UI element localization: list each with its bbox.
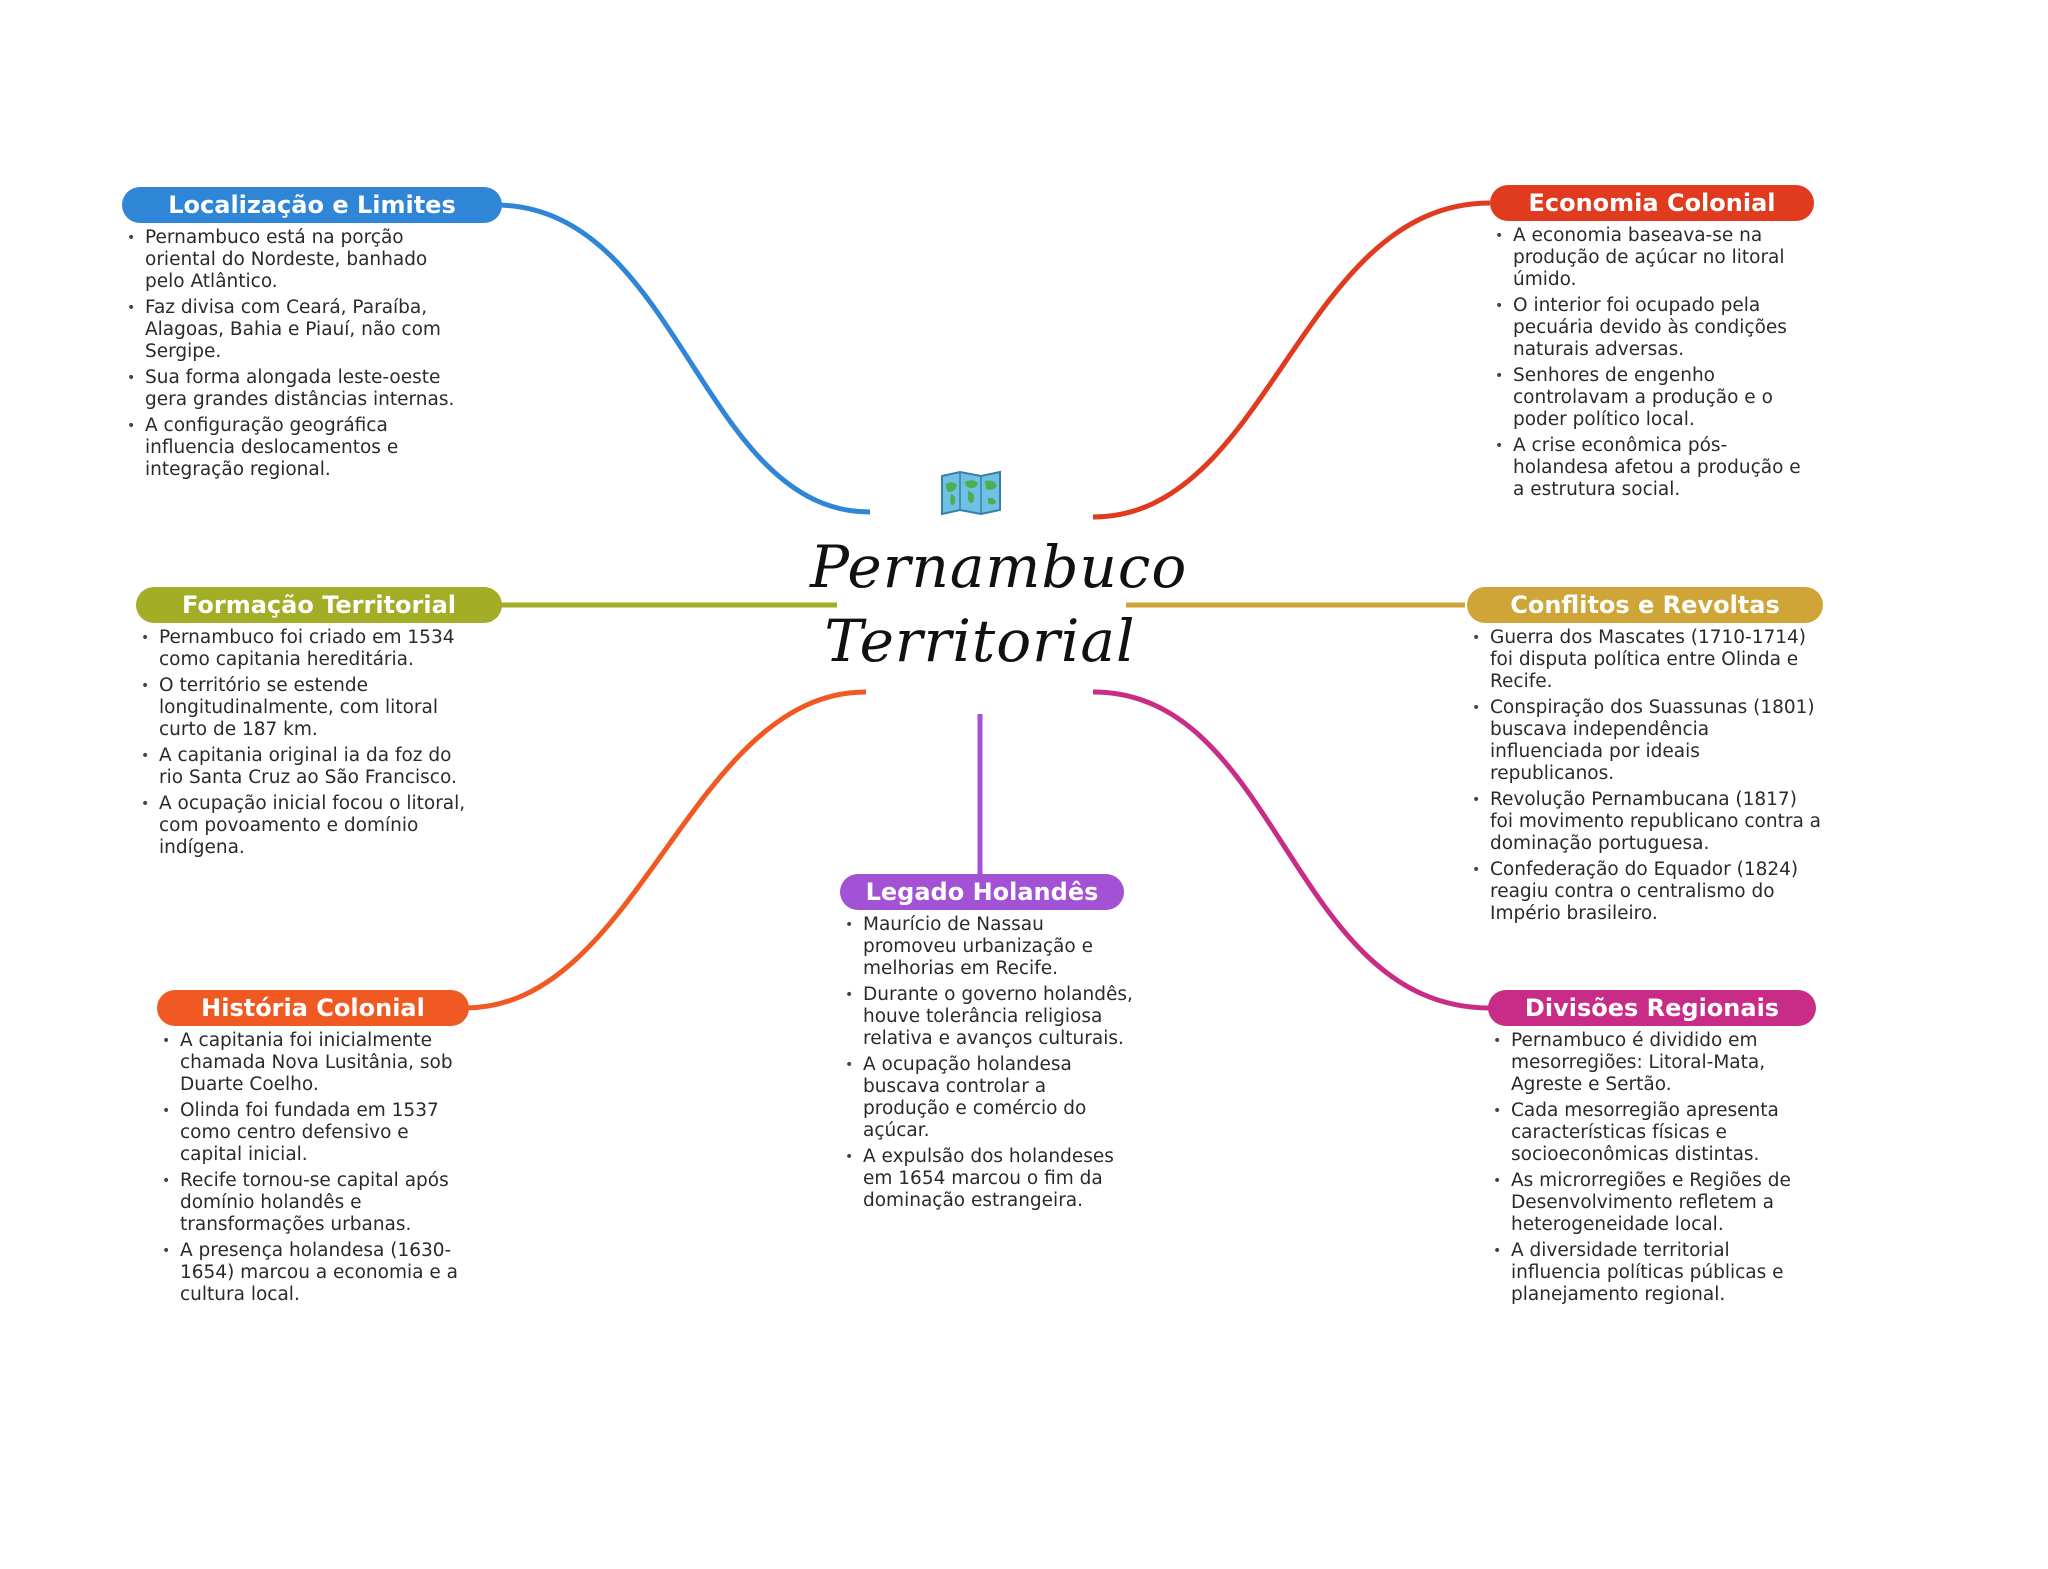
list-item: Maurício de Nassau promoveu urbanização …	[845, 914, 1135, 980]
list-item: A economia baseava-se na produção de açú…	[1495, 225, 1815, 291]
list-item: A expulsão dos holandeses em 1654 marcou…	[845, 1146, 1135, 1212]
connector-divisoes	[1092, 689, 1491, 1011]
list-item: Senhores de engenho controlavam a produç…	[1495, 365, 1815, 431]
bullet-list-legado: Maurício de Nassau promoveu urbanização …	[845, 914, 1135, 1212]
list-item: As microrregiões e Regiões de Desenvolvi…	[1493, 1170, 1813, 1236]
list-item: Pernambuco é dividido em mesorregiões: L…	[1493, 1030, 1813, 1096]
bullet-list-formacao: Pernambuco foi criado em 1534 como capit…	[141, 627, 481, 859]
list-item: Revolução Pernambucana (1817) foi movime…	[1472, 789, 1822, 855]
list-item: A diversidade territorial influencia pol…	[1493, 1240, 1813, 1306]
topic-pill-conflitos[interactable]: Conflitos e Revoltas	[1467, 587, 1823, 623]
branch-formacao: Formação Territorial Pernambuco foi cria…	[136, 587, 502, 863]
list-item: Guerra dos Mascates (1710-1714) foi disp…	[1472, 627, 1822, 693]
central-title-line-2: Territorial	[824, 607, 1136, 675]
connector-historia	[464, 689, 867, 1011]
branch-economia: Economia Colonial A economia baseava-se …	[1490, 185, 1814, 505]
list-item: A presença holandesa (1630-1654) marcou …	[162, 1240, 462, 1306]
topic-pill-legado[interactable]: Legado Holandês	[840, 874, 1124, 910]
central-title-line-1: Pernambuco	[810, 533, 1188, 601]
list-item: O interior foi ocupado pela pecuária dev…	[1495, 295, 1815, 361]
branch-legado: Legado Holandês Maurício de Nassau promo…	[840, 874, 1133, 1216]
bullet-list-divisoes: Pernambuco é dividido em mesorregiões: L…	[1493, 1030, 1813, 1306]
list-item: Cada mesorregião apresenta característic…	[1493, 1100, 1813, 1166]
list-item: Recife tornou-se capital após domínio ho…	[162, 1170, 462, 1236]
list-item: O território se estende longitudinalment…	[141, 675, 481, 741]
bullet-list-localizacao: Pernambuco está na porção oriental do No…	[127, 227, 467, 481]
topic-pill-divisoes[interactable]: Divisões Regionais	[1488, 990, 1816, 1026]
list-item: A ocupação inicial focou o litoral, com …	[141, 793, 481, 859]
bullet-list-economia: A economia baseava-se na produção de açú…	[1495, 225, 1815, 501]
list-item: Durante o governo holandês, houve tolerâ…	[845, 984, 1135, 1050]
list-item: A capitania foi inicialmente chamada Nov…	[162, 1030, 462, 1096]
list-item: A capitania original ia da foz do rio Sa…	[141, 745, 481, 789]
list-item: A ocupação holandesa buscava controlar a…	[845, 1054, 1135, 1142]
list-item: Conspiração dos Suassunas (1801) buscava…	[1472, 697, 1822, 785]
connector-localizacao	[494, 202, 871, 515]
topic-pill-economia[interactable]: Economia Colonial	[1490, 185, 1814, 221]
central-topic: Pernambuco Territorial	[810, 470, 1188, 700]
connector-economia	[1092, 200, 1491, 520]
bullet-list-conflitos: Guerra dos Mascates (1710-1714) foi disp…	[1472, 627, 1822, 925]
branch-divisoes: Divisões Regionais Pernambuco é dividido…	[1488, 990, 1816, 1310]
topic-pill-localizacao[interactable]: Localização e Limites	[122, 187, 502, 223]
branch-conflitos: Conflitos e Revoltas Guerra dos Mascates…	[1467, 587, 1823, 929]
world-map-icon	[941, 470, 1001, 516]
branch-localizacao: Localização e Limites Pernambuco está na…	[122, 187, 502, 485]
list-item: Faz divisa com Ceará, Paraíba, Alagoas, …	[127, 297, 467, 363]
list-item: A crise econômica pós-holandesa afetou a…	[1495, 435, 1815, 501]
central-title: Pernambuco Territorial	[810, 530, 1188, 678]
list-item: Olinda foi fundada em 1537 como centro d…	[162, 1100, 462, 1166]
list-item: Pernambuco está na porção oriental do No…	[127, 227, 467, 293]
topic-pill-formacao[interactable]: Formação Territorial	[136, 587, 502, 623]
list-item: Confederação do Equador (1824) reagiu co…	[1472, 859, 1822, 925]
bullet-list-historia: A capitania foi inicialmente chamada Nov…	[162, 1030, 462, 1306]
list-item: Sua forma alongada leste-oeste gera gran…	[127, 367, 467, 411]
list-item: Pernambuco foi criado em 1534 como capit…	[141, 627, 481, 671]
topic-pill-historia[interactable]: História Colonial	[157, 990, 469, 1026]
list-item: A configuração geográfica influencia des…	[127, 415, 467, 481]
branch-historia: História Colonial A capitania foi inicia…	[157, 990, 469, 1310]
